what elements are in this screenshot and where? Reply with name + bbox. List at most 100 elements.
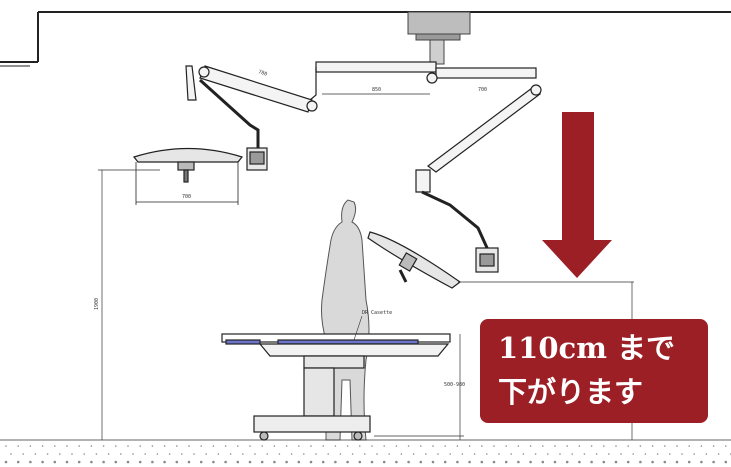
floor-dot xyxy=(468,460,471,464)
floor-dot xyxy=(266,453,269,455)
floor-dot xyxy=(529,460,532,464)
floor-dot xyxy=(22,453,25,455)
dim-light-diameter: 700 xyxy=(182,194,191,200)
dim-arm-segment-2: 850 xyxy=(372,87,381,93)
label-dr-cassette: DR Casette xyxy=(362,310,392,316)
floor-dot xyxy=(614,460,618,464)
dim-arm-segment-3: 700 xyxy=(478,87,487,93)
floor-dot xyxy=(248,460,252,464)
floor-dot xyxy=(297,460,301,464)
floor-dot xyxy=(229,453,232,455)
floor-dot xyxy=(486,453,488,455)
floor-dot xyxy=(656,453,659,455)
floor-dot xyxy=(260,460,264,464)
floor-dot xyxy=(664,445,666,447)
floor-dot xyxy=(168,453,171,455)
floor-dot xyxy=(432,445,434,447)
floor-dot xyxy=(212,445,215,447)
floor-dot xyxy=(364,453,366,455)
floor-dot xyxy=(176,445,178,447)
floor-dot xyxy=(578,460,581,464)
floor-dot xyxy=(54,445,56,447)
floor-dot xyxy=(395,460,398,464)
floor-dot xyxy=(41,460,44,464)
floor-dot xyxy=(571,453,573,455)
ceiling-frame xyxy=(0,11,731,67)
right-lamp xyxy=(367,231,462,289)
floor-dot xyxy=(29,460,32,464)
floor-dot xyxy=(151,445,154,447)
floor-dot xyxy=(534,453,537,455)
floor-dot xyxy=(334,460,337,464)
floor-dot xyxy=(407,460,410,464)
floor-dot xyxy=(400,453,403,455)
left-lamp xyxy=(132,147,244,205)
dr-cassette-leader xyxy=(353,315,363,341)
floor-dot xyxy=(505,445,508,447)
floor-dot xyxy=(29,445,32,447)
floor-dot xyxy=(163,445,166,447)
floor-dot xyxy=(17,445,20,447)
floor-dot xyxy=(224,445,227,447)
floor-dot xyxy=(663,460,667,464)
floor-dot xyxy=(205,453,207,455)
floor-dot xyxy=(351,453,354,455)
floor-dot xyxy=(139,445,141,447)
floor-dot xyxy=(461,453,464,455)
floor-dot xyxy=(95,453,98,455)
floor-dot xyxy=(199,460,203,464)
floor-dot xyxy=(376,453,378,455)
floor-dot xyxy=(517,460,520,464)
floor-dot xyxy=(639,445,642,447)
floor-dot xyxy=(309,460,313,464)
floor-dot xyxy=(107,453,110,455)
floor-dot xyxy=(395,445,398,447)
floor-dot xyxy=(114,460,118,464)
floor-dot xyxy=(425,453,427,455)
floor-dot xyxy=(468,445,471,447)
floor-dot xyxy=(724,460,728,464)
floor-dot xyxy=(249,445,251,447)
floor-dot xyxy=(675,460,679,464)
floor-dot xyxy=(261,445,264,447)
floor-dot xyxy=(115,445,117,447)
floor-dot xyxy=(565,460,569,464)
floor-dot xyxy=(529,445,532,447)
floor-dot xyxy=(163,460,166,464)
floor-dot xyxy=(273,445,276,447)
floor-dot xyxy=(566,445,568,447)
floor-dot xyxy=(285,460,288,464)
floor-dot xyxy=(321,460,325,464)
floor-dot xyxy=(615,445,617,447)
floor-dot xyxy=(498,453,500,455)
floor-dot xyxy=(242,453,244,455)
floor-dot xyxy=(542,445,544,447)
floor-dot xyxy=(725,445,727,447)
floor-dot xyxy=(5,445,7,447)
floor-dot xyxy=(303,453,305,455)
floor-dot xyxy=(383,445,386,447)
floor-dot xyxy=(590,460,593,464)
floor-dot xyxy=(419,460,423,464)
floor-dot xyxy=(188,445,190,447)
floor-dot xyxy=(412,453,415,455)
ceiling-mount xyxy=(407,11,471,65)
floor-dot xyxy=(382,460,386,464)
floor-dot xyxy=(175,460,179,464)
floor-dot xyxy=(102,445,105,447)
floor-dot xyxy=(644,453,647,455)
floor-dot xyxy=(41,445,44,447)
floor-dot xyxy=(290,453,293,455)
floor-dot xyxy=(90,445,93,447)
floor-dot xyxy=(77,460,81,464)
floor-dot xyxy=(651,445,654,447)
floor-dot xyxy=(65,460,69,464)
floor-dot xyxy=(517,445,520,447)
floor-dot xyxy=(627,445,629,447)
floor-dot xyxy=(603,445,605,447)
floor-pattern xyxy=(4,445,731,464)
dim-floor-to-light: 1900 xyxy=(94,298,100,310)
floor-dot xyxy=(358,460,362,464)
floor-dot xyxy=(310,445,312,447)
floor-dot xyxy=(46,453,49,455)
